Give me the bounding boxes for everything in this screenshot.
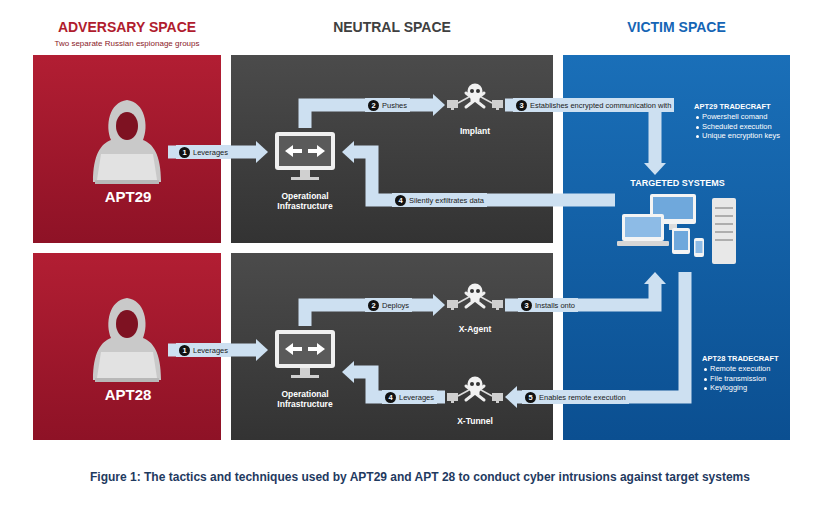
list-item: Keylogging [702,383,786,393]
infrastructure-node: Operational Infrastructure [268,326,342,410]
connector-label: 3Establishes encrypted communication wit… [513,98,674,112]
node-label: APT29 [88,188,168,205]
callout-number: 1 [179,147,190,158]
edge-label: Pushes [382,101,407,110]
connector-label: 1Leverages [176,343,231,357]
malware-icon [447,377,503,404]
edge-label: Leverages [399,393,434,402]
flow-arrow [517,272,685,397]
connector-label: 1Leverages [176,145,231,159]
callout-number: 4 [395,195,406,206]
edge-label: Establishes encrypted communication with [530,101,671,110]
list-heading: APT28 TRADECRAFT [702,354,786,364]
list-item: Scheduled execution [694,122,786,132]
devices-icon [617,194,736,264]
connector-label: 2Pushes [365,98,410,112]
list-item: Unique encryption keys [694,131,786,141]
victim-panel-fill [563,55,790,440]
list-item: File transmission [702,374,786,384]
edge-label: Installs onto [535,301,575,310]
column-heading: NEUTRAL SPACE [333,19,451,35]
tradecraft-list: APT29 TRADECRAFTPowershell comandSchedul… [692,100,788,143]
column-heading: ADVERSARY SPACE [58,19,196,35]
flow-arrow [168,344,256,357]
targeted-systems: TARGETED SYSTEMS [615,175,740,272]
node-label: TARGETED SYSTEMS [615,178,740,188]
neutral-panel [231,253,553,440]
threat-actor: APT29 [88,95,168,205]
callout-number: 4 [385,392,396,403]
malware-node: X-Tunnel [445,365,505,427]
neutral-panel [231,55,553,243]
flow-arrow [505,105,655,163]
list-item: Remote execution [702,364,786,374]
hacker-icon [93,100,161,184]
node-label: Implant [445,127,505,137]
node-label: Operational Infrastructure [268,390,342,410]
figure-caption: Figure 1: The tactics and techniques use… [0,470,840,484]
malware-node: Implant [445,72,505,137]
victim-panel: VICTIM SPACEAPT29 TRADECRAFTPowershell c… [563,55,790,440]
edge-label: Silently exfiltrates data [409,196,484,205]
server-icon [275,132,335,180]
callout-number: 3 [516,100,527,111]
connector-label: 4Leverages [382,390,437,404]
connector-label: 2Deploys [365,298,412,312]
node-label: X-Agent [445,325,505,335]
node-label: X-Tunnel [445,417,505,427]
connector-label: 4Silently exfiltrates data [392,193,487,207]
callout-number: 2 [368,100,379,111]
threat-actor: APT28 [88,293,168,403]
node-label: VICTIM SPACE [563,19,790,35]
callout-number: 3 [521,300,532,311]
list-item: Powershell comand [694,112,786,122]
list-heading: APT29 TRADECRAFT [694,102,786,112]
server-icon [275,330,335,378]
column-subtitle: Two separate Russian espionage groups [55,39,200,48]
edge-label: Leverages [193,148,228,157]
malware-node: X-Agent [445,272,505,335]
edge-label: Deploys [382,301,409,310]
node-label: Operational Infrastructure [268,192,342,212]
flow-arrow [168,146,256,159]
connector-label: 3Installs onto [518,298,578,312]
callout-number: 1 [179,345,190,356]
edge-label: Enables remote execution [539,393,626,402]
callout-number: 2 [368,300,379,311]
malware-icon [447,84,503,111]
malware-icon [447,284,503,311]
node-label: APT28 [88,386,168,403]
infrastructure-node: Operational Infrastructure [268,128,342,212]
callout-number: 5 [525,392,536,403]
hacker-icon [93,298,161,382]
connector-label: 5Enables remote execution [522,390,629,404]
tradecraft-list: APT28 TRADECRAFTRemote executionFile tra… [700,352,788,395]
edge-label: Leverages [193,346,228,355]
